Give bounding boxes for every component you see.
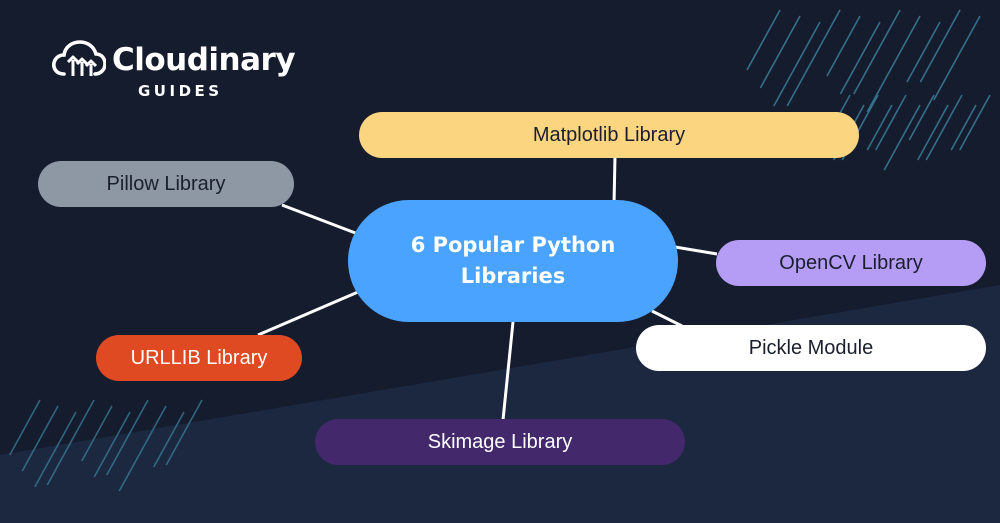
stripe-bottom <box>106 399 149 476</box>
stripe-top <box>933 15 981 101</box>
node-pillow-label: Pillow Library <box>106 172 226 195</box>
stripe-bottom <box>93 411 131 478</box>
connector-pillow <box>281 203 359 236</box>
stripe-top <box>919 9 961 83</box>
center-topic-line1: 6 Popular Python <box>410 233 616 257</box>
stripe-top <box>917 104 949 161</box>
stripe-top <box>950 104 977 151</box>
node-urllib-label: URLLIB Library <box>130 346 268 369</box>
stripe-bottom <box>46 399 95 486</box>
stripe-bottom <box>153 411 185 468</box>
connector-pickle <box>651 309 683 328</box>
stripe-bottom <box>118 405 167 492</box>
connector-urllib <box>257 290 359 337</box>
node-pillow: Pillow Library <box>38 161 294 207</box>
stripe-top <box>959 94 991 151</box>
stripe-top <box>908 94 935 141</box>
node-pickle-label: Pickle Module <box>748 336 874 359</box>
stripe-top <box>746 9 781 71</box>
node-skimage-label: Skimage Library <box>427 430 573 453</box>
stripe-top <box>883 104 921 171</box>
brand-subtitle: GUIDES <box>138 82 223 100</box>
stripe-bottom <box>81 405 113 462</box>
node-pickle: Pickle Module <box>636 325 986 371</box>
center-topic-node: 6 Popular Python Libraries <box>348 200 678 322</box>
stripe-top <box>866 15 921 113</box>
stripe-top <box>826 15 861 77</box>
cloudinary-logo: Cloudinary GUIDES <box>52 40 296 110</box>
node-urllib: URLLIB Library <box>96 335 302 381</box>
decorative-stripes-bottom-left <box>9 399 203 492</box>
node-skimage: Skimage Library <box>315 419 685 465</box>
stripe-bottom <box>165 399 203 466</box>
stripe-top <box>786 9 841 107</box>
stripe-top <box>875 94 907 151</box>
stripe-top <box>839 21 881 95</box>
stripe-top <box>866 104 893 151</box>
cloud-logo-icon <box>52 40 106 76</box>
node-opencv: OpenCV Library <box>716 240 986 286</box>
stripe-top <box>906 21 941 83</box>
node-matplotlib-label: Matplotlib Library <box>532 123 686 146</box>
connector-opencv <box>674 245 718 256</box>
stripe-bottom <box>9 399 41 456</box>
stripe-top <box>853 9 901 95</box>
node-opencv-label: OpenCV Library <box>779 251 923 274</box>
stripe-top <box>759 15 801 89</box>
brand-name: Cloudinary <box>112 42 296 78</box>
center-topic-line2: Libraries <box>460 264 566 288</box>
stripe-bottom <box>34 411 77 488</box>
stripe-top <box>925 94 963 161</box>
connector-skimage <box>501 321 515 421</box>
stripe-top <box>773 21 821 107</box>
stripe-bottom <box>21 405 59 472</box>
connector-matplotlib <box>612 155 617 206</box>
node-matplotlib: Matplotlib Library <box>359 112 859 158</box>
